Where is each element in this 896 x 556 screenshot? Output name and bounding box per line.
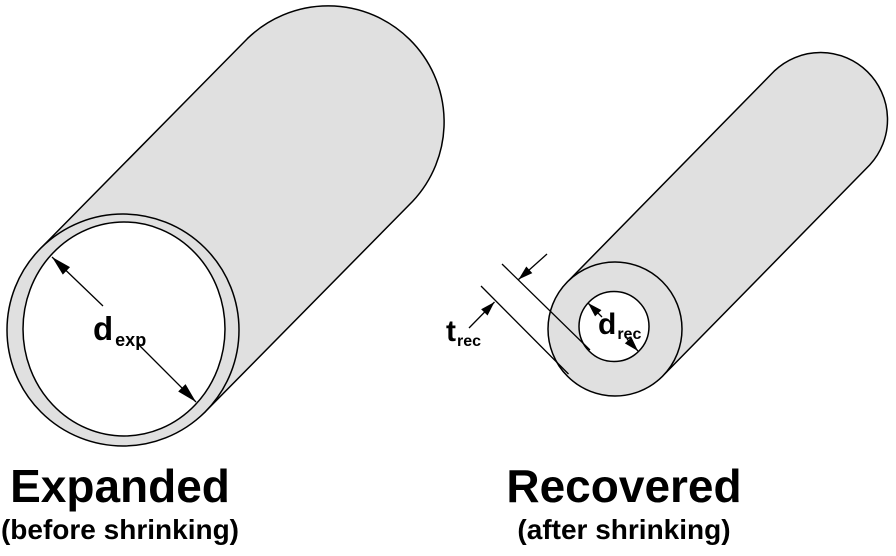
d-exp-arrow-upper [51, 256, 104, 307]
recovered-caption-title: Recovered [506, 460, 742, 512]
t-rec-arrow-lower [468, 301, 495, 329]
recovered-tube [468, 51, 889, 397]
d-rec-arrow-upper [587, 302, 603, 318]
d-exp-symbol: d [93, 310, 114, 347]
t-rec-annotation [468, 253, 591, 375]
expanded-tube-bore [22, 221, 226, 437]
d-rec-label: drec [598, 308, 642, 343]
d-exp-subscript: exp [115, 330, 147, 350]
d-rec-subscript: rec [617, 326, 642, 343]
expanded-caption-title: Expanded [10, 460, 230, 512]
d-exp-dimension-arrow [51, 256, 197, 403]
t-rec-extension-line-inner [501, 263, 591, 351]
t-rec-arrow-upper [518, 253, 548, 280]
expanded-caption-subtitle: (before shrinking) [0, 514, 239, 545]
expanded-tube [6, 5, 445, 447]
d-rec-arrow-lower [624, 337, 639, 352]
t-rec-symbol: t [446, 315, 456, 348]
d-rec-symbol: d [598, 308, 617, 341]
recovered-caption-subtitle: (after shrinking) [517, 514, 731, 545]
recovered-caption-block: Recovered (after shrinking) [494, 463, 754, 544]
d-rec-dimension-arrow [587, 302, 639, 352]
d-exp-arrow-lower [137, 343, 197, 403]
t-rec-subscript: rec [457, 333, 482, 350]
t-rec-extension-line-outer [480, 285, 569, 375]
expanded-caption-block: Expanded (before shrinking) [0, 463, 250, 544]
t-rec-label: trec [446, 315, 482, 350]
